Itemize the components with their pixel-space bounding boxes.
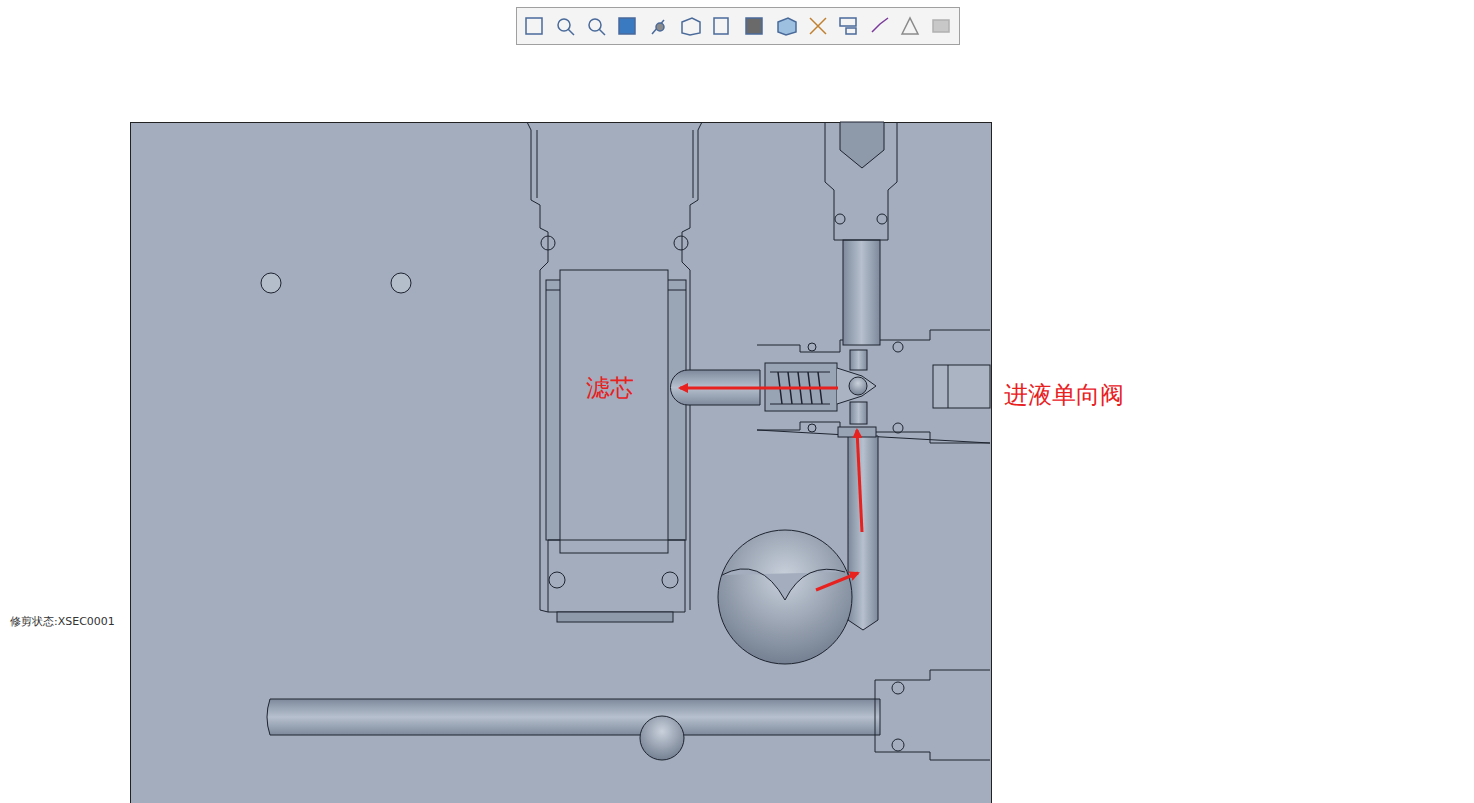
- flow-arrows: [680, 388, 862, 590]
- toolbar: [517, 8, 960, 45]
- part-label: 滤芯: [586, 372, 634, 404]
- section-lines: [261, 122, 990, 760]
- section-status: 修剪状态:XSEC0001: [10, 614, 115, 629]
- part-label: 进液单向阀: [1004, 379, 1124, 411]
- manifold-block: [131, 123, 992, 803]
